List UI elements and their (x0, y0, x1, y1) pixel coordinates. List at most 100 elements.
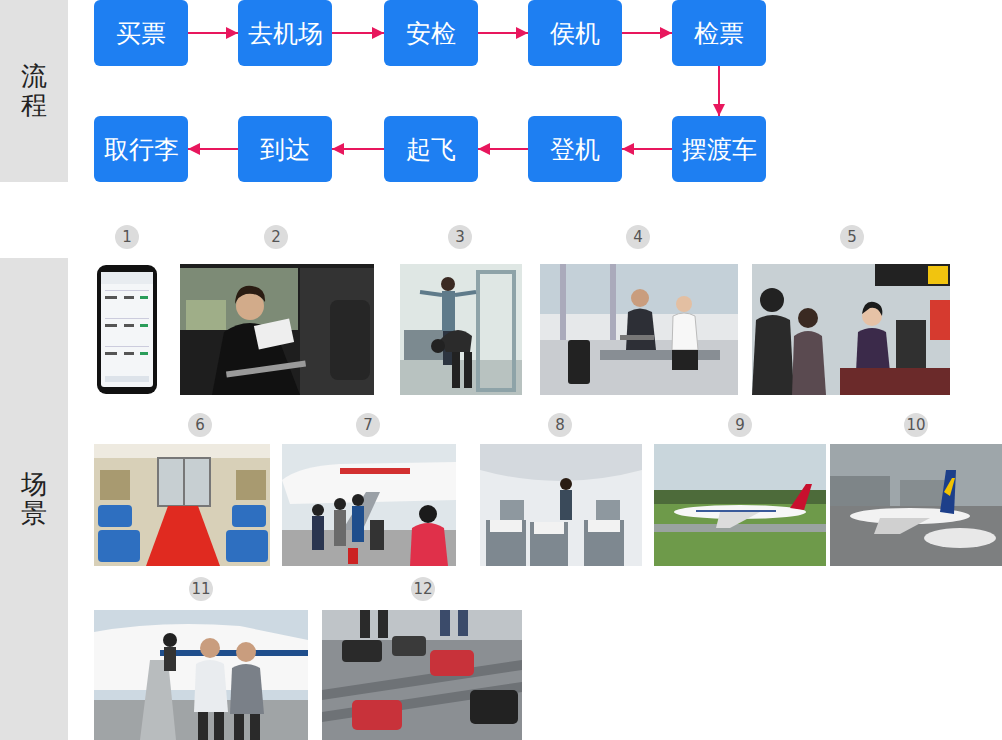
arrival-photo-part (140, 660, 176, 740)
section-band: 场景 (0, 258, 68, 740)
step-label: 侯机 (550, 17, 600, 50)
shuttle-bus-photo-part (98, 505, 132, 527)
waiting-photo-part (600, 350, 720, 360)
callout-number: 10 (904, 413, 928, 437)
waiting-photo-part (620, 335, 654, 340)
arrival-photo-part (160, 650, 308, 656)
boarding-photo-part (348, 548, 358, 564)
waiting-photo-part (568, 340, 590, 384)
security-photo (400, 264, 522, 395)
boarding-photo-part (370, 520, 384, 550)
gate-photo-part (928, 266, 948, 284)
landing-photo-part (940, 470, 956, 514)
phone-photo-part (124, 324, 134, 327)
security-photo-part (400, 264, 522, 395)
baggage-photo-part (458, 610, 468, 636)
gate-photo-part (875, 264, 950, 286)
callout-number: 8 (548, 413, 572, 437)
callout-number: 12 (411, 577, 435, 601)
arrival-photo-part (234, 714, 244, 740)
process-box: 安检 (384, 0, 478, 66)
boarding-photo-part (340, 468, 410, 474)
landing-photo (830, 444, 1002, 566)
waiting-photo-part (672, 313, 698, 350)
cabin-photo-part (490, 520, 522, 532)
flow-arrow (332, 148, 384, 150)
step-label: 取行李 (104, 133, 179, 166)
phone-photo-part (105, 352, 117, 355)
shuttle-bus-photo-part (232, 505, 266, 527)
step-label: 到达 (260, 133, 310, 166)
takeoff-photo-part (696, 510, 776, 512)
process-box: 侯机 (528, 0, 622, 66)
process-box: 摆渡车 (672, 116, 766, 182)
waiting-photo-part (540, 264, 738, 314)
gate-photo-part (798, 308, 818, 328)
boarding-photo-part (312, 516, 324, 550)
car-photo (180, 264, 374, 395)
arrival-photo-part (214, 712, 224, 740)
takeoff-photo-part (716, 512, 760, 528)
takeoff-photo-part (654, 504, 826, 566)
shuttle-bus-photo-part (236, 470, 266, 500)
cabin-photo-part (486, 520, 526, 566)
cabin-photo-part (560, 490, 572, 520)
landing-photo-part (874, 518, 930, 534)
baggage-photo-part (342, 640, 382, 662)
cabin-photo-part (534, 522, 564, 534)
landing-photo-part (830, 444, 1002, 566)
shuttle-bus-photo-part (94, 444, 270, 458)
boarding-photo-part (419, 505, 437, 523)
step-label: 摆渡车 (682, 133, 757, 166)
process-box: 取行李 (94, 116, 188, 182)
section-title: 流程 (21, 62, 47, 119)
security-photo-part (464, 352, 472, 388)
shuttle-bus-photo-part (226, 530, 268, 562)
security-photo-part (478, 272, 514, 390)
phone-photo-part (140, 324, 148, 327)
cabin-photo-part (480, 444, 642, 481)
car-photo-part (330, 300, 370, 380)
security-photo-part (440, 330, 472, 352)
security-photo-part (442, 291, 455, 331)
arrival-photo-part (250, 714, 260, 740)
process-box: 起飞 (384, 116, 478, 182)
boarding-photo (282, 444, 456, 566)
waiting-photo-part (540, 264, 738, 395)
callout-number: 7 (356, 413, 380, 437)
takeoff-photo-part (654, 444, 826, 566)
phone-photo-part (105, 290, 149, 291)
arrival-photo-part (200, 638, 220, 658)
step-label: 检票 (694, 17, 744, 50)
arrival-photo-part (230, 664, 264, 714)
gate-photo-part (760, 288, 784, 312)
takeoff-photo (654, 444, 826, 566)
landing-photo-part (944, 478, 955, 496)
shuttle-bus-photo-part (146, 506, 220, 566)
cabin-photo-part (560, 478, 572, 490)
phone-photo-part (124, 296, 134, 299)
gate-photo-part (752, 264, 950, 395)
callout-number: 3 (448, 225, 472, 249)
phone-photo-part (105, 318, 149, 319)
baggage-photo-part (440, 610, 450, 636)
car-photo-part (180, 264, 374, 395)
car-photo-part (235, 286, 265, 304)
car-photo-part (226, 360, 306, 377)
shuttle-bus-photo-part (100, 470, 130, 500)
cabin-photo-part (480, 444, 642, 566)
security-photo-part (455, 292, 476, 295)
flow-arrow (188, 32, 238, 34)
boarding-photo-part (312, 504, 324, 516)
callout-number: 11 (189, 577, 213, 601)
baggage-photo (322, 610, 522, 740)
phone-photo-part (124, 352, 134, 355)
arrival-photo-part (194, 660, 228, 712)
arrival-photo-part (236, 642, 256, 662)
baggage-photo-part (322, 610, 522, 740)
waiting-photo-part (610, 264, 616, 344)
process-box: 买票 (94, 0, 188, 66)
shuttle-bus-photo-part (183, 458, 185, 506)
